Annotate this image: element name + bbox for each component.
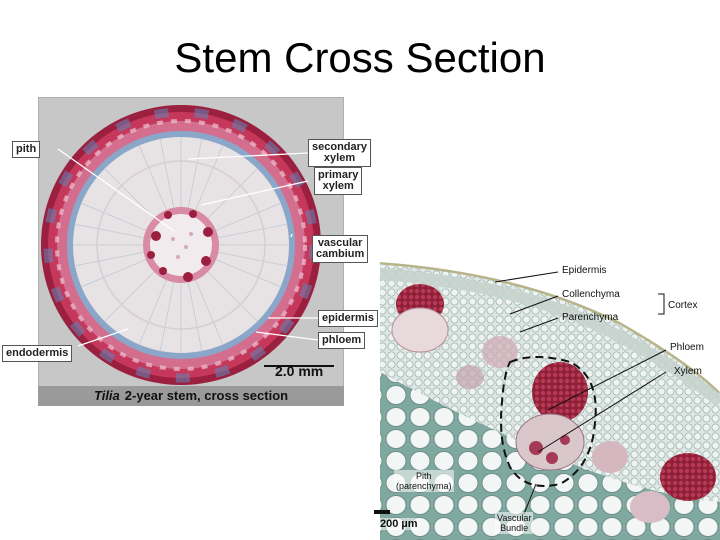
label-epidermis: epidermis (318, 310, 378, 327)
label-xylem: Xylem (674, 366, 702, 377)
vascular-bundle-3 (660, 453, 716, 501)
leader-lines (57, 148, 319, 347)
growth-ring (96, 160, 266, 330)
micrograph-illustration (374, 252, 720, 540)
pith-core (150, 214, 212, 276)
label-primary-xylem: primary xylem (314, 167, 363, 195)
micro-scale-bar-line (374, 510, 390, 514)
micro-scale-label: 200 µm (378, 518, 420, 530)
label-vascular-bundle: Vascular Bundle (495, 512, 534, 534)
tilia-cross-section-panel: pith secondary xylem primary xylem vascu… (2, 97, 378, 407)
page-title: Stem Cross Section (174, 34, 546, 81)
label-parenchyma: Parenchyma (562, 312, 619, 323)
tilia-scale-label: 2.0 mm (275, 363, 324, 379)
caption-description: 2-year stem, cross section (124, 388, 289, 403)
label-phloem-micro: Phloem (670, 342, 704, 353)
primary-xylem-bundles (147, 210, 213, 282)
collenchyma-band (379, 268, 720, 407)
label-vascular-cambium: vascular cambium (312, 235, 369, 263)
vascular-bundle-phloem (532, 362, 588, 422)
label-pith-parenchyma: Pith (parenchyma) (394, 470, 454, 492)
label-epidermis-micro: Epidermis (562, 265, 607, 276)
label-secondary-xylem: secondary xylem (308, 139, 372, 167)
micro-leader-lines (494, 271, 667, 515)
vascular-bundle-xylem (515, 413, 585, 471)
label-cortex: Cortex (668, 300, 698, 311)
tilia-stem-illustration (38, 97, 344, 388)
label-endodermis: endodermis (2, 345, 73, 362)
tilia-caption: Tilia 2-year stem, cross section (38, 386, 344, 406)
caption-genus: Tilia (94, 388, 120, 403)
vascular-bundle-outline (500, 356, 597, 487)
label-pith: pith (12, 141, 41, 158)
label-collenchyma: Collenchyma (562, 289, 620, 300)
micrograph-panel: Epidermis Collenchyma Parenchyma Cortex … (360, 252, 720, 540)
label-phloem: phloem (318, 332, 366, 349)
outside-stem (380, 252, 720, 392)
